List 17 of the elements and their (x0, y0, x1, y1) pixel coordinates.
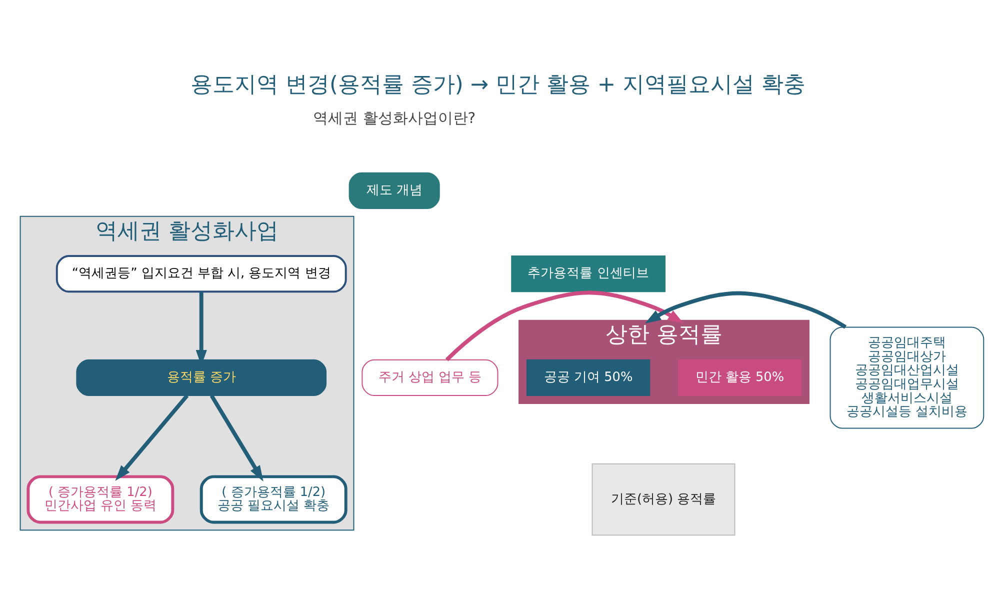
node-box: 추가용적률 인센티브 (511, 255, 666, 292)
node-box: 제도 개념 (348, 172, 440, 208)
node-box: 기준(허용) 용적률 (592, 462, 736, 536)
diagram-title: 용도지역 변경(용적률 증가) → 민간 활용 + 지역필요시설 확충 (190, 72, 806, 97)
node-box: ( 증가용적률 1/2) 공공 필요시설 확충 (200, 474, 348, 524)
label: 역세권 활성화사업이란? (313, 109, 476, 126)
node-box: 공공 기여 50% (526, 358, 650, 396)
node-box: ( 증가용적률 1/2) 민간사업 유인 동력 (26, 474, 174, 524)
arrow (445, 290, 684, 361)
arrow (645, 290, 847, 328)
arrow (115, 394, 189, 480)
node-box: 공공임대주택 공공임대상가 공공임대산업시설 공공임대업무시설 생활서비스시설 공공시설등 설치비용 (830, 326, 984, 428)
arrow (210, 394, 264, 481)
node-box: 용적률 증가 (76, 358, 327, 396)
node-box: 주거 상업 업무 등 (362, 358, 498, 396)
node-box: “역세권등” 입지요건 부합 시, 용도지역 변경 (56, 254, 347, 292)
node-box: 민간 활용 50% (678, 358, 802, 396)
